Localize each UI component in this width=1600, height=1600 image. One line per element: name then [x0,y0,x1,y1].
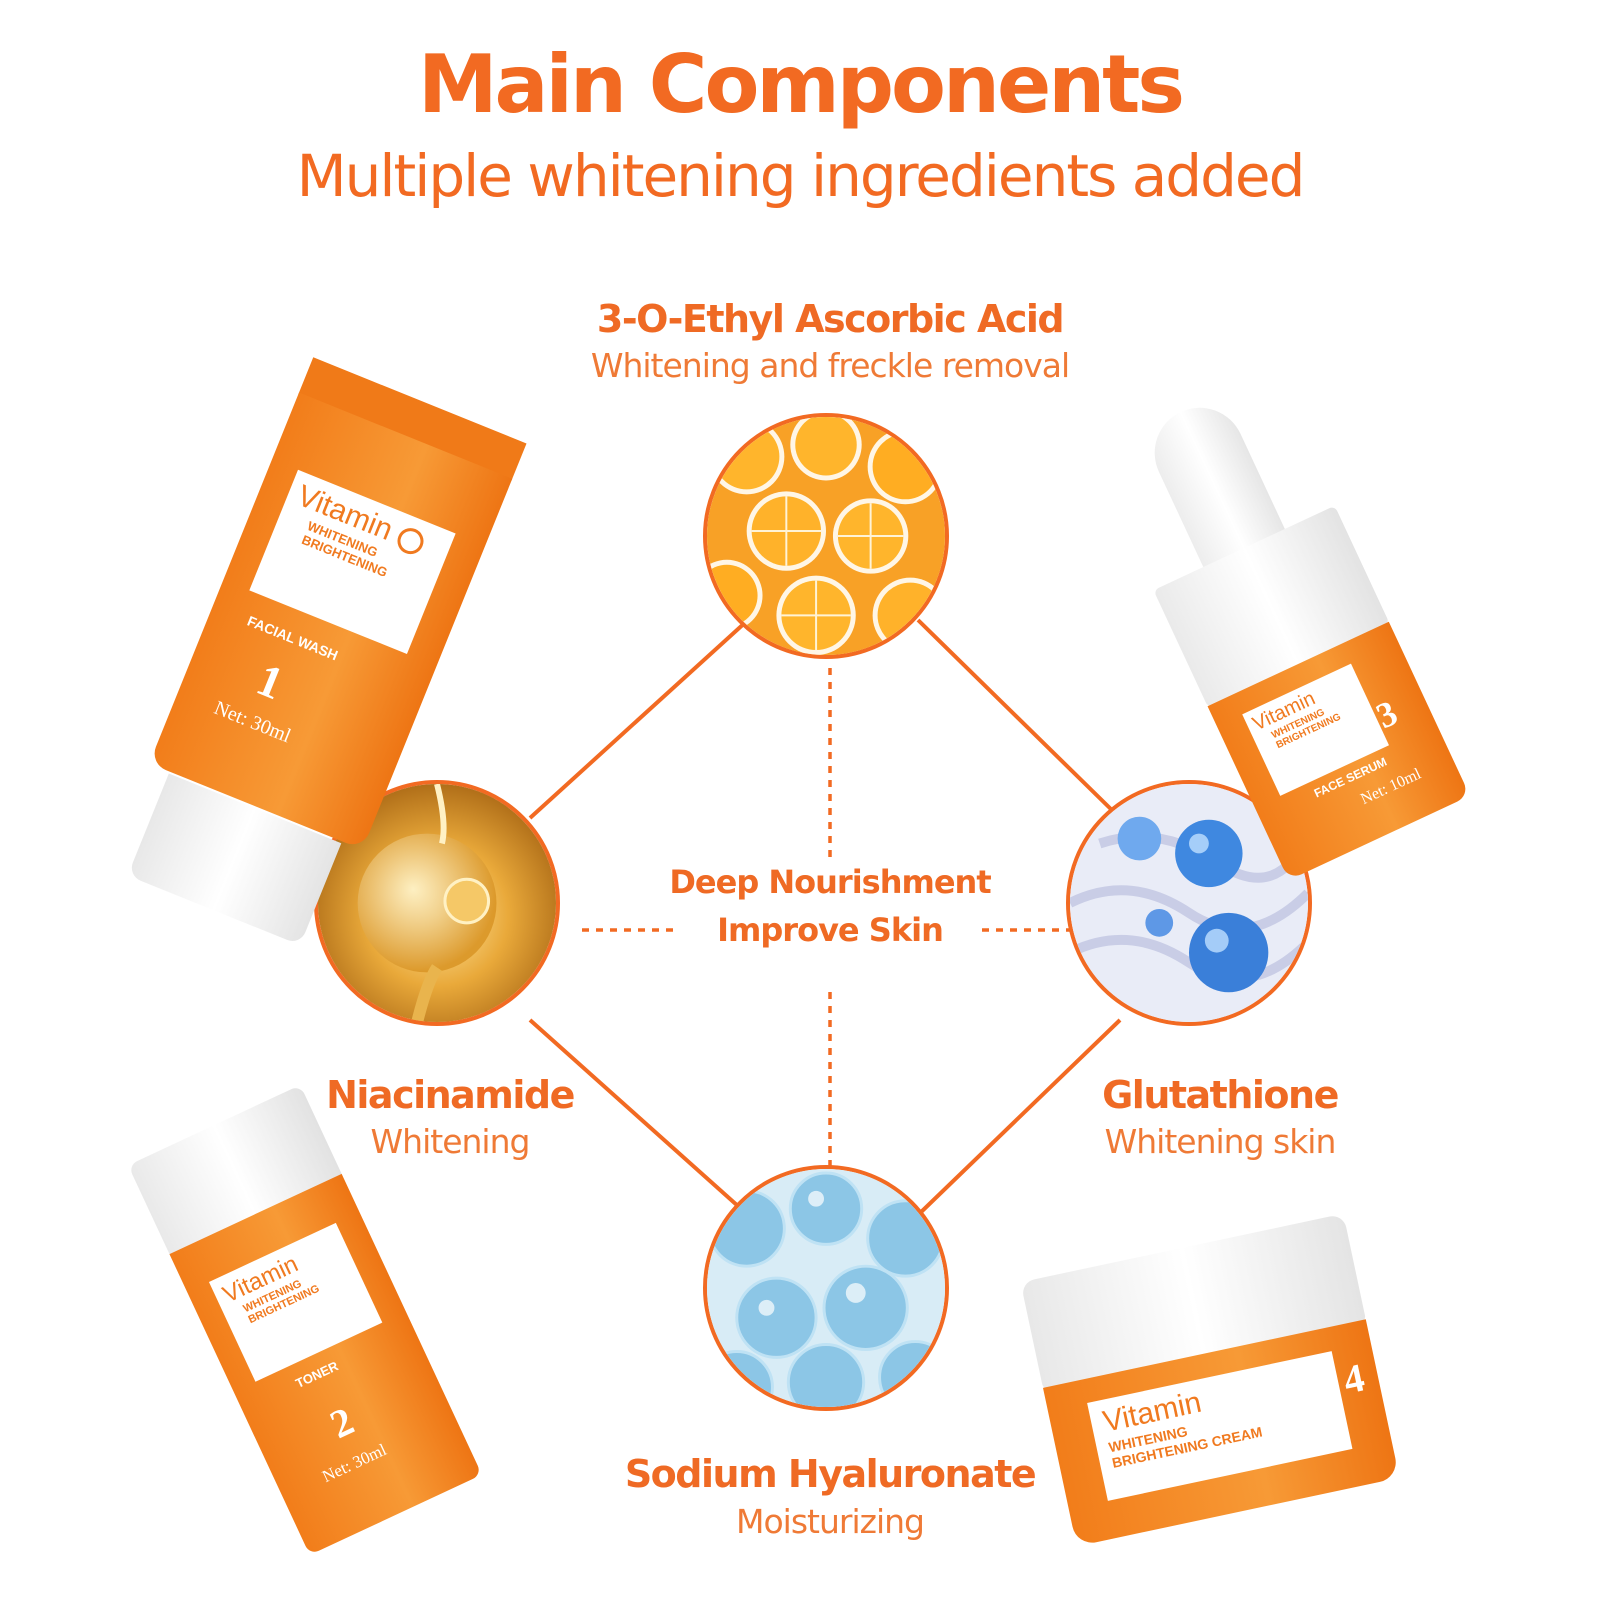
ingredient-name-ascorbic: 3-O-Ethyl Ascorbic Acid [596,297,1065,341]
ingredient-name-hyaluronate: Sodium Hyaluronate [624,1452,1037,1496]
ingredient-name-glutathione: Glutathione [1102,1073,1339,1117]
golden-droplet-image [314,780,560,1026]
ingredient-desc-glutathione: Whitening skin [1104,1122,1337,1161]
ingredient-desc-hyaluronate: Moisturizing [736,1502,925,1541]
center-caption-line1: Deep Nourishment [669,863,991,901]
page-title: Main Components [417,38,1185,131]
center-caption: Deep Nourishment Improve Skin [630,858,1030,954]
ingredient-desc-ascorbic: Whitening and freckle removal [590,346,1070,385]
ingredient-desc-niacinamide: Whitening [370,1122,531,1161]
center-caption-line2: Improve Skin [717,911,944,949]
c-logo-icon [393,524,428,559]
water-bubbles-image [703,1165,949,1411]
orange-slices-image [703,413,949,659]
ingredient-name-niacinamide: Niacinamide [326,1073,575,1117]
page-subtitle: Multiple whitening ingredients added [296,142,1306,210]
